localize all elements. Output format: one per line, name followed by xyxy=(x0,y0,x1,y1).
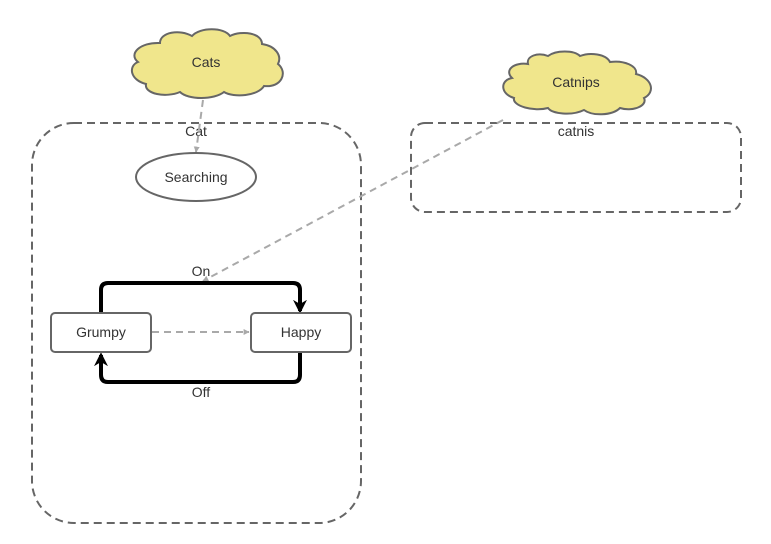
on-transition[interactable] xyxy=(99,281,307,314)
off-transition[interactable] xyxy=(94,352,302,384)
catnips-cloud-shape xyxy=(502,50,652,116)
off-transition-label: Off xyxy=(192,384,211,400)
cats-to-searching-link[interactable] xyxy=(193,99,204,153)
grumpy-node[interactable]: Grumpy xyxy=(50,312,152,353)
searching-node-shape xyxy=(135,152,257,202)
on-transition-label: On xyxy=(192,263,211,279)
catnips-cloud[interactable]: Catnips xyxy=(502,50,652,116)
searching-node-label: Searching xyxy=(164,169,227,185)
searching-node[interactable]: Searching xyxy=(135,152,257,202)
happy-node-shape xyxy=(250,312,352,353)
catnis-container-label: catnis xyxy=(558,123,595,139)
catnips-cloud-label: Catnips xyxy=(552,74,599,90)
grumpy-node-shape xyxy=(50,312,152,353)
grumpy-node-label: Grumpy xyxy=(76,324,126,340)
cat-container[interactable] xyxy=(31,122,362,524)
cat-container-label: Cat xyxy=(185,123,207,139)
happy-node[interactable]: Happy xyxy=(250,312,352,353)
cats-cloud-shape xyxy=(130,28,284,99)
catnips-to-on-link[interactable] xyxy=(202,119,504,282)
cats-cloud-label: Cats xyxy=(192,54,221,70)
cats-cloud[interactable]: Cats xyxy=(130,28,284,99)
catnis-container[interactable] xyxy=(410,122,742,213)
happy-node-label: Happy xyxy=(281,324,321,340)
